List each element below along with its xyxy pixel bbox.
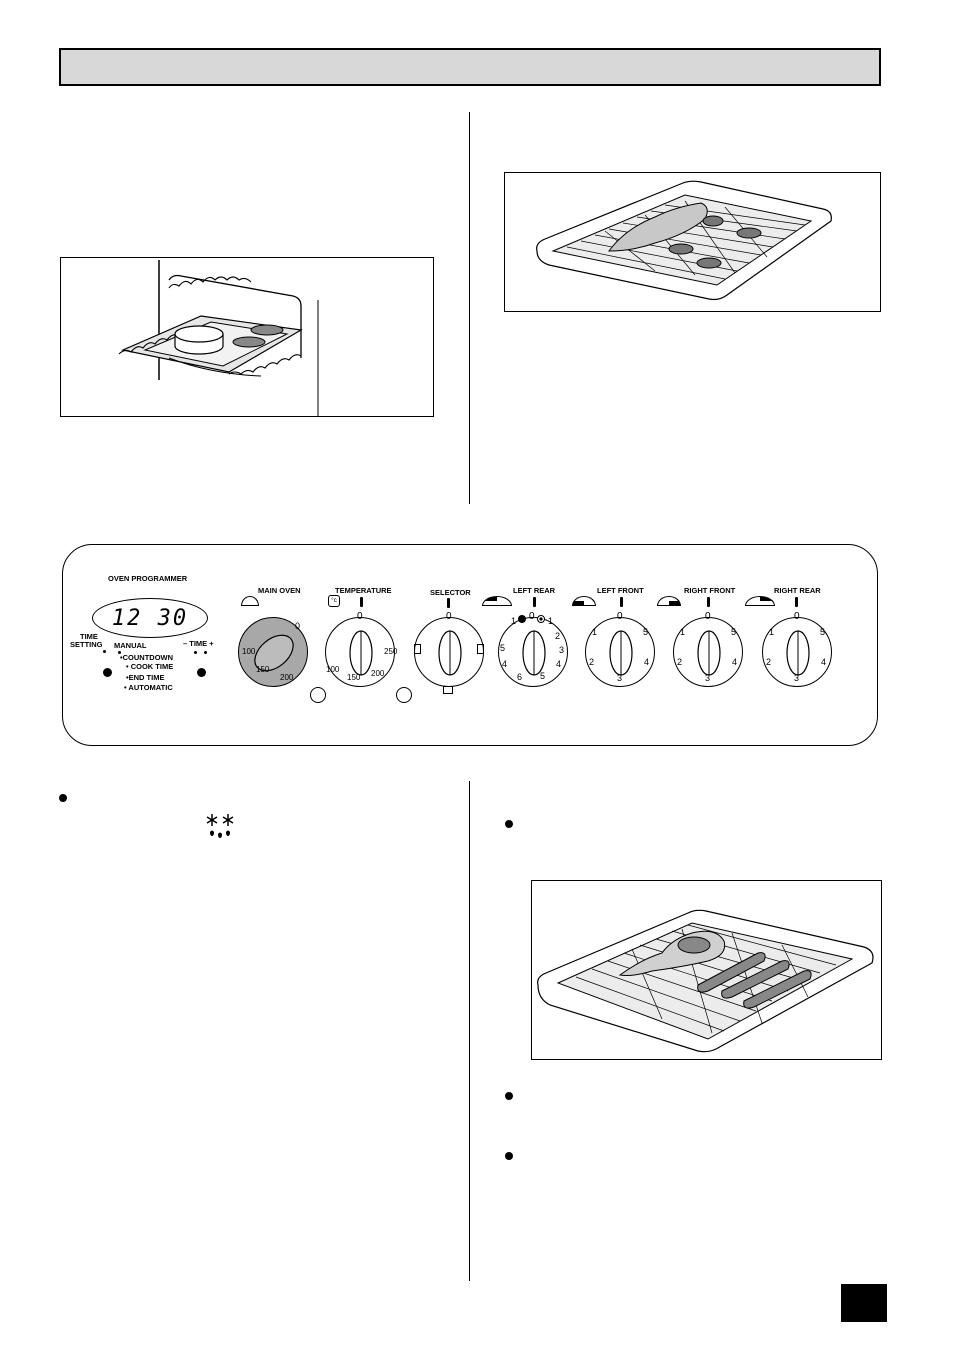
bullet — [59, 794, 67, 802]
right-rear-tick-3: 3 — [794, 673, 800, 683]
selector-tick-0: 0 — [446, 611, 452, 622]
indicator-dot — [103, 650, 106, 653]
knob-indicator — [447, 598, 450, 608]
temperature-tick-150: 150 — [347, 673, 361, 682]
time-setting-button[interactable] — [103, 668, 112, 677]
column-divider-bottom — [469, 781, 470, 1281]
selector-left-icon — [414, 644, 421, 654]
clock-display: 12 30 — [92, 598, 208, 638]
mode-cook-time: • COOK TIME — [126, 662, 174, 671]
selector-knob[interactable] — [414, 617, 484, 687]
defrost-icon — [204, 812, 236, 842]
left-rear-tick-1a: 1 — [511, 616, 517, 626]
left-front-tick-0: 0 — [617, 611, 623, 622]
clock-time: 12 30 — [111, 606, 189, 631]
knob-indicator — [360, 597, 363, 607]
main-oven-tick-200: 200 — [280, 673, 294, 682]
header-bar — [59, 48, 881, 86]
temperature-unit-icon: °c — [328, 595, 340, 607]
left-front-tick-3: 3 — [617, 673, 623, 683]
mode-end-time: •END TIME — [126, 673, 165, 682]
grill-neon — [396, 687, 412, 703]
right-front-tick-1: 1 — [680, 627, 686, 637]
left-rear-tick-5b: 5 — [500, 643, 506, 653]
left-front-tick-2: 2 — [589, 657, 595, 667]
knob-indicator — [620, 597, 623, 607]
bullet — [505, 1092, 513, 1100]
indicator-dot — [204, 651, 207, 654]
left-rear-tick-6: 6 — [517, 672, 523, 682]
selector-bottom-icon — [443, 686, 453, 694]
knob-indicator — [795, 597, 798, 607]
programmer-title: OVEN PROGRAMMER — [108, 574, 188, 583]
knob-label-temperature: TEMPERATURE — [335, 586, 392, 595]
temperature-tick-250: 250 — [384, 647, 398, 656]
knob-label-right-front: RIGHT FRONT — [684, 586, 736, 595]
right-front-tick-2: 2 — [677, 657, 683, 667]
time-adjust-label: – TIME + — [183, 639, 214, 648]
single-ring-icon — [537, 615, 545, 623]
bullet — [505, 1152, 513, 1160]
grill-pan-steak-figure — [531, 880, 882, 1060]
knob-indicator — [707, 597, 710, 607]
left-rear-tick-4: 4 — [556, 659, 562, 669]
knob-label-selector: SELECTOR — [430, 588, 471, 597]
mode-manual: MANUAL — [114, 641, 147, 650]
knob-indicator — [533, 597, 536, 607]
main-oven-knob[interactable] — [238, 617, 308, 687]
temperature-tick-200: 200 — [371, 669, 385, 678]
column-divider-top — [469, 112, 470, 504]
left-rear-tick-4b: 4 — [502, 659, 508, 669]
temperature-knob[interactable] — [325, 617, 395, 687]
right-rear-tick-0: 0 — [794, 611, 800, 622]
left-rear-tick-2: 2 — [555, 631, 561, 641]
oven-shelf-figure — [60, 257, 434, 417]
main-oven-tick-100: 100 — [242, 647, 256, 656]
left-front-tick-1: 1 — [592, 627, 598, 637]
left-rear-tick-3: 3 — [559, 645, 565, 655]
bullet — [505, 820, 513, 828]
grill-pan-figure — [504, 172, 881, 312]
right-rear-tick-5: 5 — [820, 627, 826, 637]
main-oven-tick-0: 0 — [295, 621, 301, 631]
temperature-tick-0: 0 — [357, 611, 363, 622]
right-front-tick-0: 0 — [705, 611, 711, 622]
left-rear-tick-5: 5 — [540, 671, 546, 681]
knob-label-left-front: LEFT FRONT — [597, 586, 644, 595]
left-front-knob[interactable] — [585, 617, 655, 687]
main-oven-neon — [310, 687, 326, 703]
right-rear-tick-1: 1 — [769, 627, 775, 637]
knob-label-main-oven: MAIN OVEN — [258, 586, 301, 595]
left-rear-tick-0: 0 — [529, 611, 535, 622]
knob-label-right-rear: RIGHT REAR — [774, 586, 821, 595]
right-front-tick-3: 3 — [705, 673, 711, 683]
knob-label-left-rear: LEFT REAR — [513, 586, 556, 595]
right-rear-tick-2: 2 — [766, 657, 772, 667]
indicator-dot — [194, 651, 197, 654]
left-rear-tick-1b: 1 — [548, 616, 554, 626]
mode-countdown: •COUNTDOWN — [120, 653, 174, 662]
right-front-tick-4: 4 — [732, 657, 738, 667]
left-front-tick-4: 4 — [644, 657, 650, 667]
dual-ring-icon — [518, 615, 526, 623]
right-rear-tick-4: 4 — [821, 657, 827, 667]
right-rear-knob[interactable] — [762, 617, 832, 687]
time-setting-label-2: SETTING — [70, 640, 103, 649]
indicator-dot — [118, 651, 121, 654]
left-front-tick-5: 5 — [643, 627, 649, 637]
time-adjust-button[interactable] — [197, 668, 206, 677]
page-number-box — [841, 1284, 887, 1322]
main-oven-tick-150: 150 — [256, 665, 270, 674]
right-front-tick-5: 5 — [731, 627, 737, 637]
time-setting-label-1: TIME — [80, 632, 98, 641]
selector-right-icon — [477, 644, 484, 654]
left-rear-knob[interactable] — [498, 617, 568, 687]
mode-automatic: • AUTOMATIC — [124, 683, 173, 692]
temperature-tick-100: 100 — [326, 665, 340, 674]
right-front-knob[interactable] — [673, 617, 743, 687]
